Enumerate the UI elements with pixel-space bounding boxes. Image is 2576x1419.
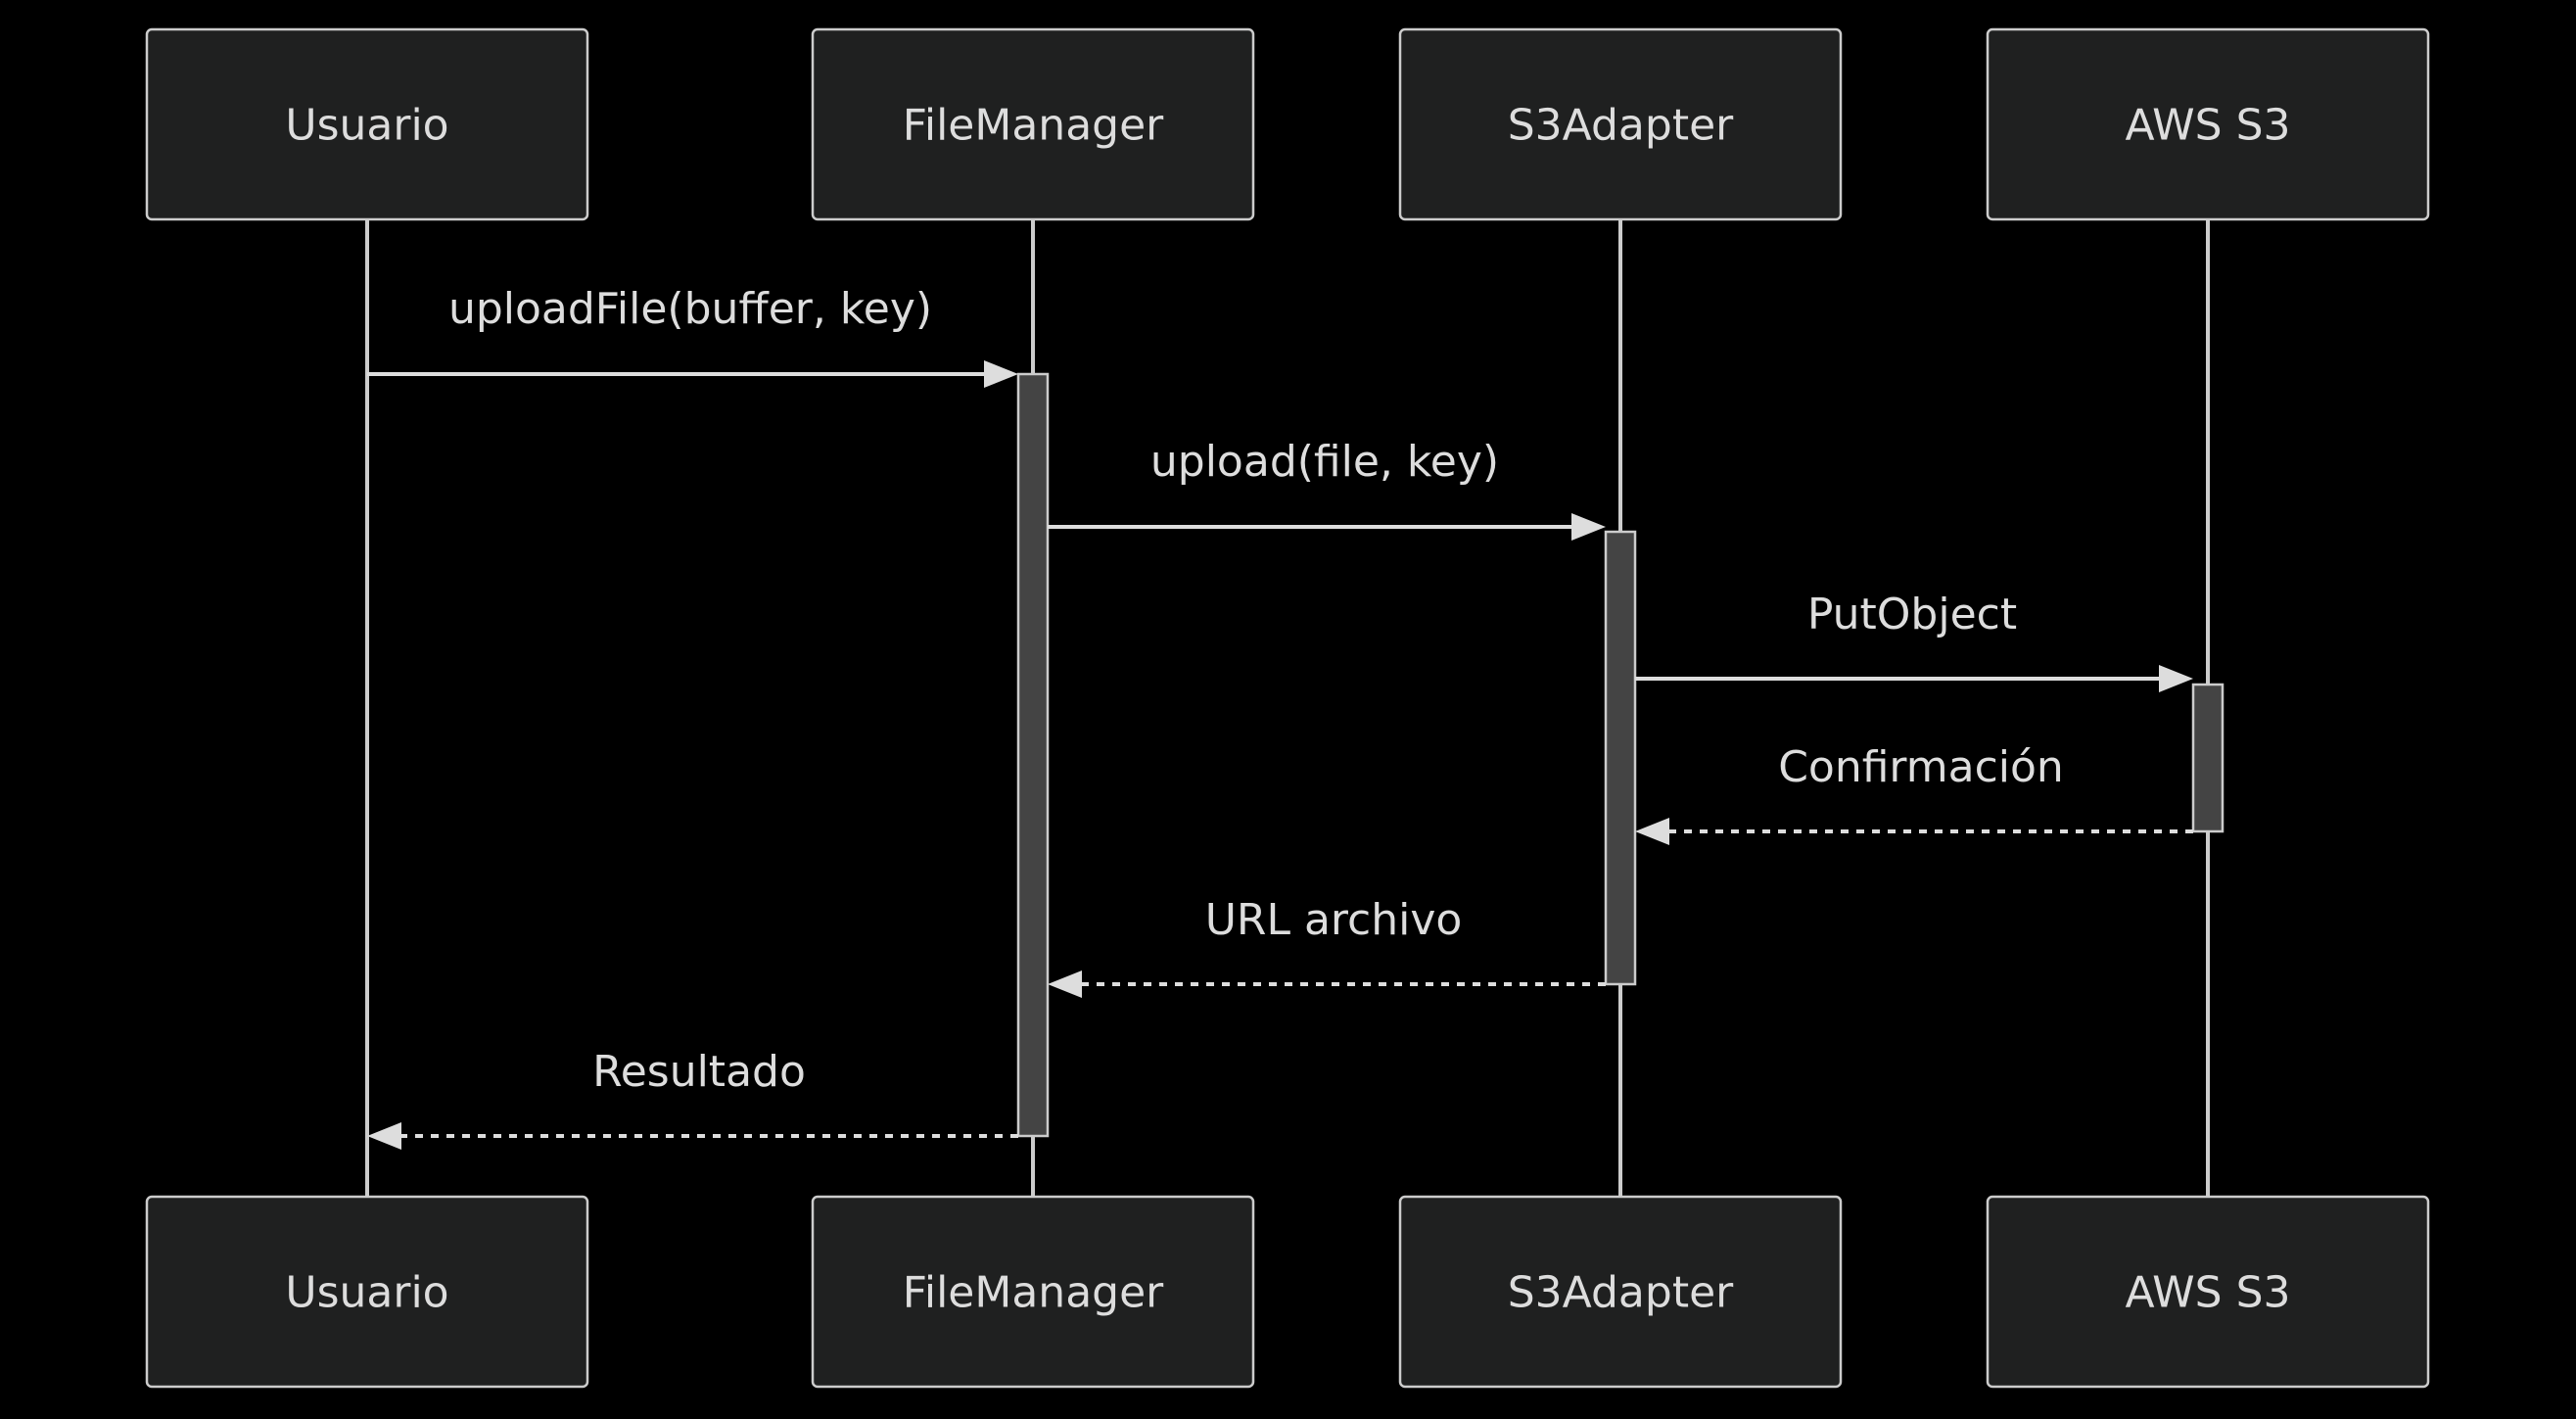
participant-label: S3Adapter [1508, 101, 1734, 151]
message-label: PutObject [1807, 590, 2017, 639]
message-resultado: Resultado [367, 1047, 1018, 1150]
participant-filemanager-top: FileManager [811, 27, 1255, 221]
participant-usuario-bottom: Usuario [145, 1195, 589, 1389]
arrowhead-icon [367, 1122, 401, 1150]
message-confirmacion: Confirmación [1635, 742, 2193, 845]
participants-top: Usuario FileManager S3Adapter AWS S3 [145, 27, 2430, 221]
participant-label: FileManager [903, 101, 1164, 151]
arrowhead-icon [984, 360, 1018, 388]
participant-box [1986, 1195, 2430, 1389]
message-upload-file: uploadFile(buffer, key) [367, 284, 1018, 388]
participant-awss3-bottom: AWS S3 [1986, 1195, 2430, 1389]
arrowhead-icon [1571, 513, 1606, 541]
activation-filemanager [1016, 372, 1050, 1138]
participants-bottom: Usuario FileManager S3Adapter AWS S3 [145, 1195, 2430, 1389]
message-label: upload(file, key) [1150, 437, 1499, 487]
participant-awss3-top: AWS S3 [1986, 27, 2430, 221]
arrowhead-icon [1048, 970, 1082, 998]
participant-label: S3Adapter [1508, 1268, 1734, 1318]
participant-label: Usuario [285, 1268, 448, 1318]
participant-box [1398, 1195, 1843, 1389]
message-label: Resultado [592, 1047, 806, 1097]
activation-s3adapter [1604, 530, 1637, 986]
participant-box [145, 27, 589, 221]
participant-label: AWS S3 [2125, 1268, 2290, 1318]
participant-box [145, 1195, 589, 1389]
message-put-object: PutObject [1635, 590, 2193, 692]
participant-s3adapter-top: S3Adapter [1398, 27, 1843, 221]
message-label: uploadFile(buffer, key) [448, 284, 932, 334]
message-label: URL archivo [1205, 895, 1463, 945]
participant-usuario-top: Usuario [145, 27, 589, 221]
participant-box [1986, 27, 2430, 221]
participant-box [811, 27, 1255, 221]
participant-label: FileManager [903, 1268, 1164, 1318]
arrowhead-icon [1635, 818, 1669, 845]
activations [1016, 372, 2225, 1138]
message-url-archivo: URL archivo [1048, 895, 1606, 998]
arrowhead-icon [2159, 665, 2193, 692]
message-upload: upload(file, key) [1048, 437, 1606, 541]
participant-filemanager-bottom: FileManager [811, 1195, 1255, 1389]
participant-label: Usuario [285, 101, 448, 151]
participant-box [1398, 27, 1843, 221]
participant-s3adapter-bottom: S3Adapter [1398, 1195, 1843, 1389]
participant-box [811, 1195, 1255, 1389]
activation-awss3 [2191, 683, 2225, 833]
messages: uploadFile(buffer, key) upload(file, key… [367, 284, 2193, 1150]
message-label: Confirmación [1778, 742, 2064, 792]
participant-label: AWS S3 [2125, 101, 2290, 151]
